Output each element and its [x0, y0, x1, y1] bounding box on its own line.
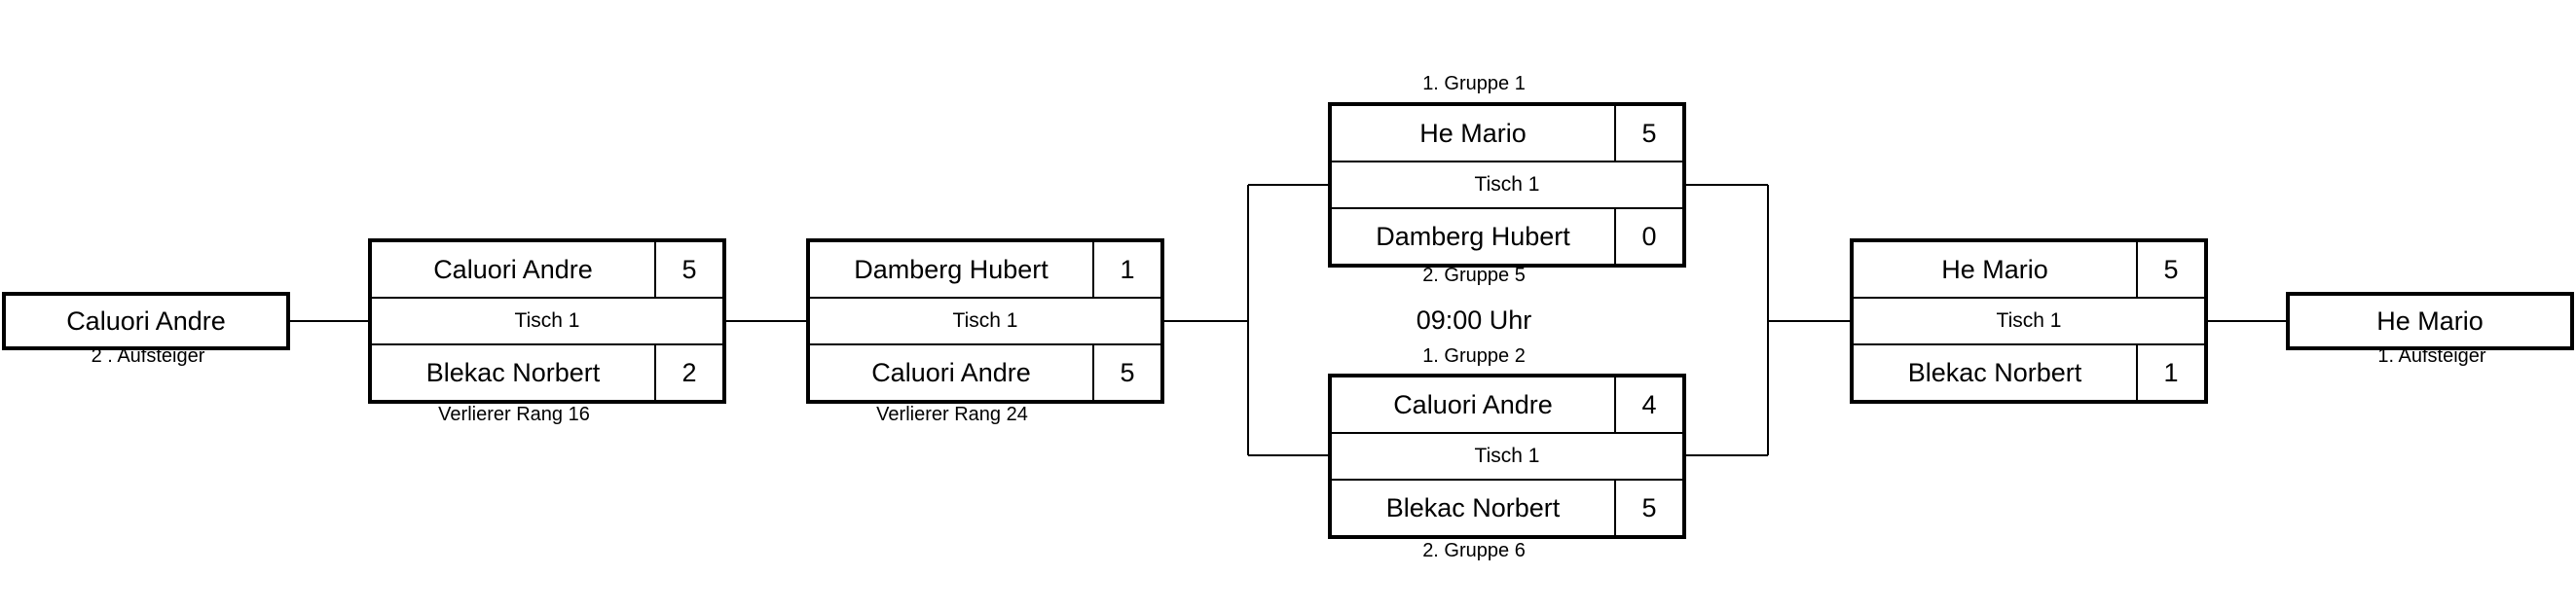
match-4-top-score: 4	[1641, 389, 1657, 419]
match-2-top-score: 1	[1120, 254, 1135, 284]
match-5-top-name: He Mario	[1854, 242, 2138, 297]
left-entry-caption: 2 . Aufsteiger	[91, 345, 205, 367]
right-entry-caption: 1. Aufsteiger	[2377, 345, 2486, 367]
match-2-bottom-score: 5	[1120, 357, 1135, 387]
match-2-top-name: Damberg Hubert	[810, 242, 1094, 297]
match-1: Caluori Andre 5 Tisch 1 Blekac Norbert 2	[368, 238, 726, 404]
match-3-table: Tisch 1	[1474, 173, 1540, 196]
left-entry-box: Caluori Andre	[2, 292, 290, 350]
match-4-bottom-score: 5	[1641, 492, 1657, 522]
match-3-top-score: 5	[1641, 118, 1657, 148]
match-1-top-score: 5	[681, 254, 697, 284]
right-entry-player: He Mario	[2376, 306, 2484, 336]
match-4-table: Tisch 1	[1474, 445, 1540, 467]
match-3-bottom-name: Damberg Hubert	[1332, 209, 1616, 264]
match-3-top-name: He Mario	[1332, 106, 1616, 161]
match-2-table: Tisch 1	[952, 309, 1018, 332]
match-1-caption-below: Verlierer Rang 16	[438, 404, 590, 425]
match-4-top-name: Caluori Andre	[1332, 377, 1616, 432]
match-4-caption-above: 1. Gruppe 2	[1422, 345, 1526, 367]
match-3: He Mario 5 Tisch 1 Damberg Hubert 0	[1328, 102, 1686, 268]
match-5-bottom-score: 1	[2163, 357, 2179, 387]
match-5-bottom-name: Blekac Norbert	[1854, 345, 2138, 400]
match-1-top-name: Caluori Andre	[372, 242, 656, 297]
match-time: 09:00 Uhr	[1416, 306, 1532, 335]
left-entry-player: Caluori Andre	[66, 306, 226, 336]
match-4-caption-below: 2. Gruppe 6	[1422, 540, 1526, 561]
match-1-table: Tisch 1	[514, 309, 580, 332]
match-5: He Mario 5 Tisch 1 Blekac Norbert 1	[1850, 238, 2208, 404]
match-5-table: Tisch 1	[1996, 309, 2062, 332]
match-4-bottom-name: Blekac Norbert	[1332, 481, 1616, 535]
match-2-bottom-name: Caluori Andre	[810, 345, 1094, 400]
match-1-bottom-name: Blekac Norbert	[372, 345, 656, 400]
right-entry-box: He Mario	[2286, 292, 2574, 350]
match-3-caption-below: 2. Gruppe 5	[1422, 265, 1526, 286]
match-3-caption-above: 1. Gruppe 1	[1422, 73, 1526, 94]
match-3-bottom-score: 0	[1641, 221, 1657, 251]
match-2: Damberg Hubert 1 Tisch 1 Caluori Andre 5	[806, 238, 1164, 404]
match-4: Caluori Andre 4 Tisch 1 Blekac Norbert 5	[1328, 374, 1686, 539]
match-5-top-score: 5	[2163, 254, 2179, 284]
match-2-caption-below: Verlierer Rang 24	[876, 404, 1028, 425]
match-1-bottom-score: 2	[681, 357, 697, 387]
